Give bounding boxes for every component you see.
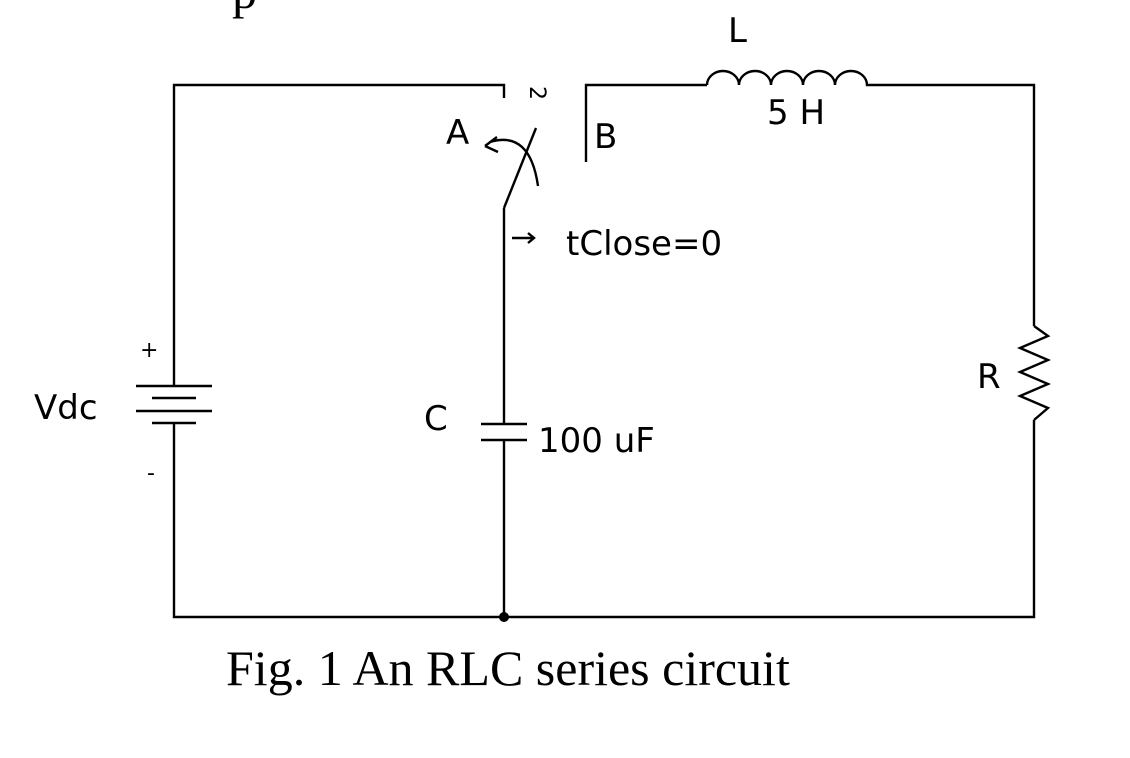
inductor-label: L xyxy=(728,11,747,51)
switch-arrowhead xyxy=(484,136,499,154)
battery-symbol xyxy=(136,336,212,460)
capacitor-value: 100 uF xyxy=(538,421,655,461)
junction-dot xyxy=(499,612,509,622)
switch-a-label: A xyxy=(446,113,469,153)
vdc-label: Vdc xyxy=(34,388,98,428)
plus-sign: + xyxy=(140,338,158,363)
inductor-value: 5 H xyxy=(767,93,825,133)
switch-arc xyxy=(489,138,540,187)
capacitor-symbol xyxy=(481,422,527,442)
figure-caption: Fig. 1 An RLC series circuit xyxy=(226,640,790,696)
resistor-symbol xyxy=(1016,325,1052,421)
tclose-arrow-icon xyxy=(512,232,536,244)
switch-position-label: 2 xyxy=(524,86,549,100)
header-fragment: p xyxy=(232,0,257,19)
wires xyxy=(172,83,1036,619)
switch-b-label: B xyxy=(594,117,617,157)
minus-sign: - xyxy=(147,461,155,486)
resistor-label: R xyxy=(977,357,1001,397)
inductor-symbol xyxy=(705,69,870,87)
capacitor-label: C xyxy=(424,399,448,439)
switch-symbol xyxy=(484,127,540,244)
tclose-label: tClose=0 xyxy=(566,224,722,264)
